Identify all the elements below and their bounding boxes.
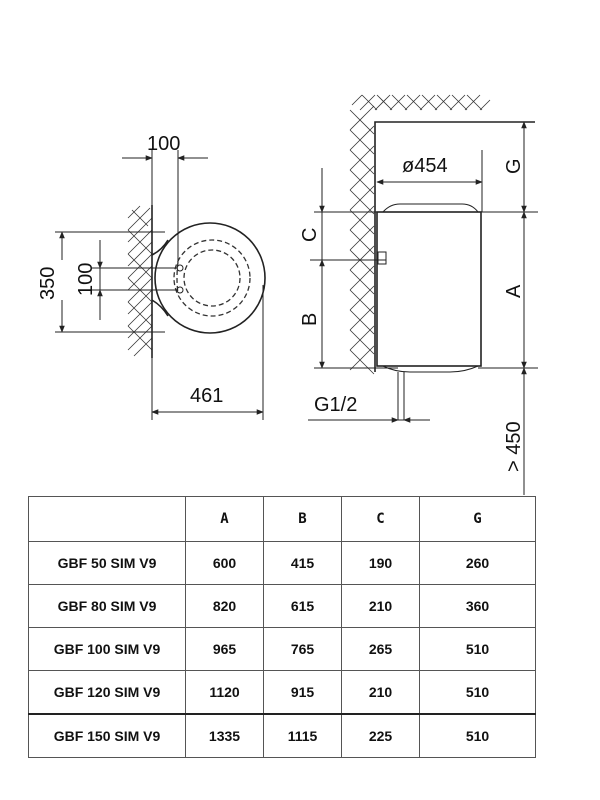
wall-hatch-left bbox=[127, 205, 153, 357]
side-view: ø454 G A > 450 C B G1/2 bbox=[299, 94, 538, 495]
cell-a: 600 bbox=[185, 541, 264, 585]
dim-width-top: 100 bbox=[147, 133, 180, 155]
header-model bbox=[28, 496, 186, 542]
cell-g: 510 bbox=[419, 713, 536, 758]
wall-hatch-right bbox=[351, 94, 491, 111]
spec-table: A B C G GBF 50 SIM V9 600 415 190 260 GB… bbox=[28, 496, 536, 758]
label-b: B bbox=[299, 313, 321, 326]
cell-g: 510 bbox=[419, 670, 536, 715]
cell-c: 210 bbox=[341, 584, 420, 628]
header-a: A bbox=[185, 496, 264, 542]
cell-g: 360 bbox=[419, 584, 536, 628]
technical-drawing: 100 350 100 461 bbox=[37, 94, 538, 495]
cell-c: 225 bbox=[341, 713, 420, 758]
label-clearance: > 450 bbox=[503, 421, 525, 472]
cell-c: 190 bbox=[341, 541, 420, 585]
cell-b: 915 bbox=[263, 670, 342, 715]
table-row: GBF 150 SIM V9 1335 1115 225 510 bbox=[28, 713, 536, 758]
cell-a: 1120 bbox=[185, 670, 264, 715]
header-g: G bbox=[419, 496, 536, 542]
cell-model: GBF 80 SIM V9 bbox=[28, 584, 186, 628]
cell-c: 265 bbox=[341, 627, 420, 671]
cell-model: GBF 120 SIM V9 bbox=[28, 670, 186, 715]
cell-g: 510 bbox=[419, 627, 536, 671]
top-view: 100 350 100 461 bbox=[37, 133, 266, 420]
label-c: C bbox=[299, 228, 321, 242]
cell-a: 820 bbox=[185, 584, 264, 628]
cell-b: 765 bbox=[263, 627, 342, 671]
cell-b: 415 bbox=[263, 541, 342, 585]
cell-a: 1335 bbox=[185, 713, 264, 758]
header-c: C bbox=[341, 496, 420, 542]
table-header-row: A B C G bbox=[28, 496, 536, 542]
wall-hatch-vertical bbox=[349, 105, 375, 375]
table-row: GBF 50 SIM V9 600 415 190 260 bbox=[28, 541, 536, 585]
cell-a: 965 bbox=[185, 627, 264, 671]
table-row: GBF 100 SIM V9 965 765 265 510 bbox=[28, 627, 536, 671]
dim-diameter: ø454 bbox=[402, 155, 448, 177]
cell-c: 210 bbox=[341, 670, 420, 715]
table-row: GBF 120 SIM V9 1120 915 210 510 bbox=[28, 670, 536, 715]
header-b: B bbox=[263, 496, 342, 542]
cell-b: 1115 bbox=[263, 713, 342, 758]
dim-height-inner: 100 bbox=[75, 263, 97, 296]
label-g: G bbox=[503, 158, 525, 174]
dim-width-bottom: 461 bbox=[190, 385, 223, 407]
label-g12: G1/2 bbox=[314, 394, 357, 416]
cell-model: GBF 50 SIM V9 bbox=[28, 541, 186, 585]
label-a: A bbox=[503, 284, 525, 298]
cell-model: GBF 150 SIM V9 bbox=[28, 713, 186, 758]
cell-model: GBF 100 SIM V9 bbox=[28, 627, 186, 671]
dim-height-outer: 350 bbox=[37, 267, 59, 300]
table-row: GBF 80 SIM V9 820 615 210 360 bbox=[28, 584, 536, 628]
cell-g: 260 bbox=[419, 541, 536, 585]
cell-b: 615 bbox=[263, 584, 342, 628]
